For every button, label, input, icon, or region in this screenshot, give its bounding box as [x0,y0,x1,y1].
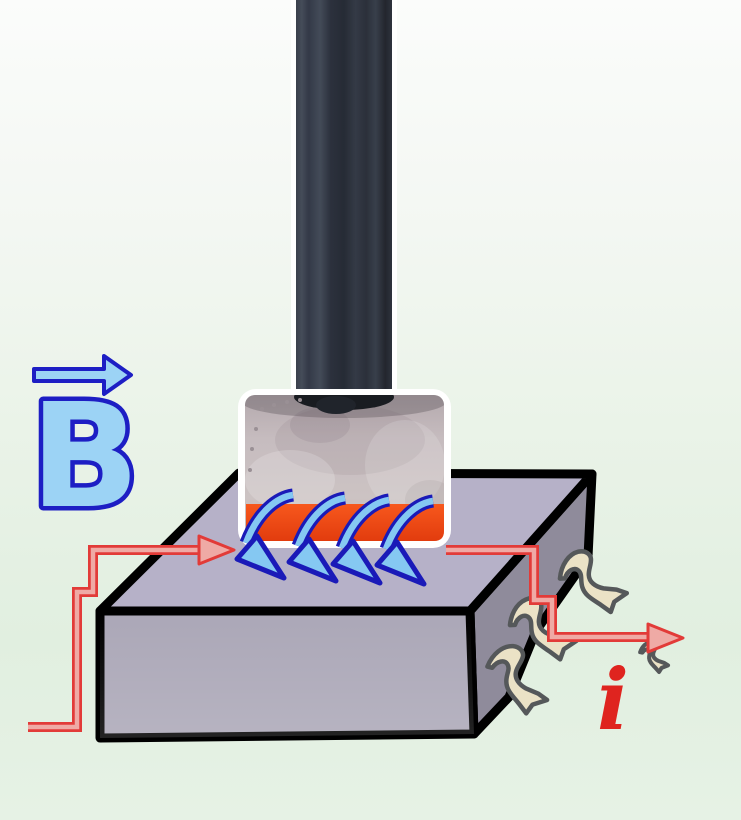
magnet-rod [291,0,397,396]
current-wire-left [28,534,236,732]
field-direction-arrow-icon [32,354,133,396]
current-wire-right [446,545,685,654]
current-label: i [597,650,629,749]
magnet-rod-body [296,0,392,393]
magnet-pole [238,389,451,548]
slab-front-face-sheen [100,611,474,738]
field-label: B [30,372,140,540]
pole-face-rivet-dots [248,398,302,472]
current-arrowhead-out [646,622,685,654]
current-arrowhead-in [197,534,236,566]
field-vector-label-group: B [26,354,144,545]
